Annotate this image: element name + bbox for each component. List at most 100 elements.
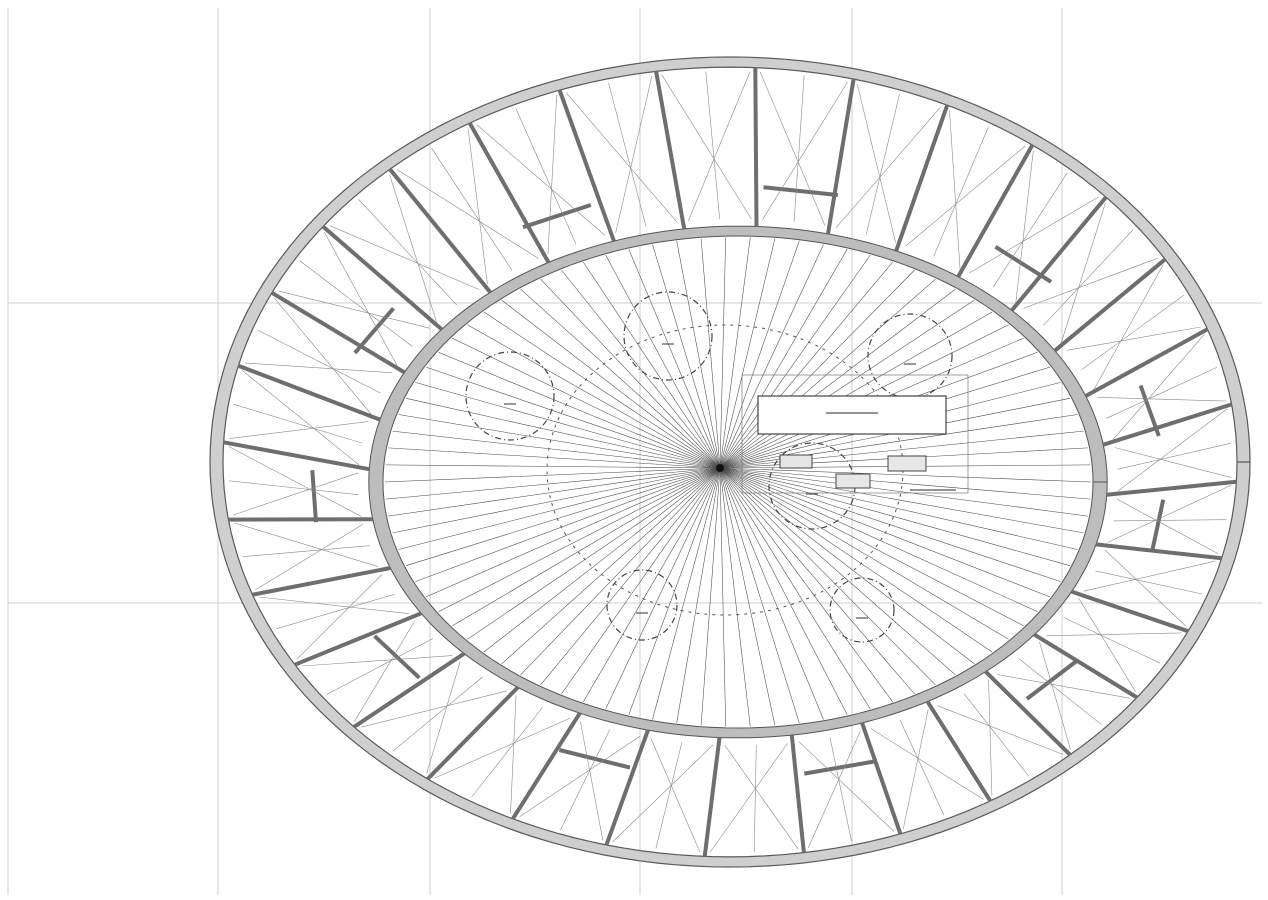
room-hatch-line — [243, 545, 370, 557]
room-hatch-line — [257, 329, 381, 394]
room-hatch-line — [361, 690, 507, 728]
room-hatch-line — [510, 695, 517, 814]
radial-line — [719, 467, 1070, 566]
room-hatch-line — [1097, 397, 1226, 402]
room-hatch-line — [389, 174, 437, 322]
radial-line — [719, 299, 975, 469]
radial-line — [425, 467, 721, 598]
radial-line — [719, 237, 726, 469]
room-hatch-line — [330, 225, 480, 290]
radial-line — [719, 467, 1078, 550]
room-hatch-line — [759, 71, 826, 226]
room-partition — [1033, 632, 1139, 700]
room-hatch-line — [1015, 150, 1034, 303]
outer-wall — [209, 56, 1251, 868]
room-hatch-line — [1112, 334, 1205, 440]
room-hatch-line — [1043, 229, 1134, 326]
radial-line — [719, 269, 915, 469]
room-partition — [1053, 257, 1167, 353]
room-ring — [209, 56, 1251, 868]
room-hatch-line — [234, 522, 379, 567]
room-hatch-line — [903, 709, 929, 829]
room-hatch-line — [1117, 442, 1232, 470]
room-partition — [511, 712, 582, 820]
room-hatch-line — [1093, 264, 1164, 390]
room-hatch-line — [988, 679, 993, 796]
radial-line — [415, 382, 721, 469]
room-partition — [321, 224, 444, 331]
radial-line — [719, 467, 726, 727]
room-hatch-line — [963, 693, 1029, 777]
radial-line — [719, 467, 1024, 627]
room-hatch-line — [296, 573, 383, 660]
room-partition — [294, 611, 422, 667]
room-hatch-line — [829, 737, 852, 842]
room-partition — [237, 363, 381, 422]
small-box-left — [779, 454, 813, 469]
room-partition — [753, 67, 759, 227]
room-hatch-line — [612, 744, 714, 843]
room-hatch-line — [392, 676, 483, 752]
room-hatch-line — [661, 74, 752, 220]
room-hatch-line — [426, 661, 461, 774]
room-hatch-line — [299, 260, 413, 347]
radial-line — [719, 244, 824, 469]
radial-line — [628, 467, 721, 715]
room-hatch-line — [655, 742, 683, 849]
sub-room-partition — [558, 748, 631, 770]
room-hatch-line — [326, 638, 433, 695]
room-hatch-line — [278, 290, 430, 329]
room-hatch-line — [866, 94, 900, 235]
small-box-middle — [835, 473, 871, 489]
sub-room-partition — [522, 203, 592, 230]
radial-line — [719, 467, 776, 726]
radial-line — [540, 278, 721, 469]
radial-line — [652, 467, 721, 720]
room-hatch-line — [688, 71, 751, 222]
radial-line — [452, 467, 721, 627]
room-hatch-line — [835, 107, 941, 228]
radial-line — [605, 467, 721, 710]
sub-room-partition — [763, 185, 839, 197]
long-rectangle — [757, 395, 947, 435]
radial-line — [501, 467, 721, 665]
room-hatch-line — [471, 707, 543, 798]
outer-frame — [741, 374, 969, 494]
room-hatch-line — [396, 169, 539, 259]
radial-line — [392, 430, 721, 469]
radial-line — [406, 398, 721, 469]
room-hatch-line — [705, 71, 720, 220]
radial-line — [719, 261, 894, 469]
radial-line — [438, 352, 721, 469]
radial-line — [719, 467, 975, 665]
radial-line — [561, 467, 721, 695]
radial-line — [719, 467, 915, 695]
radial-line — [415, 467, 721, 582]
radial-line — [719, 278, 936, 469]
room-hatch-line — [259, 596, 410, 614]
radial-line — [719, 467, 751, 727]
room-hatch-line — [762, 81, 848, 220]
radial-line — [719, 467, 956, 676]
room-partition — [826, 78, 856, 235]
radial-line — [398, 467, 721, 550]
sub-room-partition — [373, 634, 421, 680]
sub-room-partition — [1150, 499, 1166, 552]
radial-line — [719, 467, 1038, 612]
room-partition — [956, 144, 1035, 278]
radial-line — [501, 299, 721, 469]
room-partition — [426, 685, 520, 781]
room-partition — [925, 700, 992, 802]
center-point — [716, 464, 724, 472]
room-hatch-line — [580, 721, 604, 841]
radial-line — [719, 467, 1084, 534]
circular-feature — [606, 569, 678, 641]
room-hatch-line — [431, 147, 513, 271]
room-hatch-line — [519, 736, 641, 818]
room-hatch-line — [301, 655, 453, 667]
radial-line — [385, 464, 721, 469]
room-hatch-line — [229, 421, 369, 439]
radial-line — [628, 249, 721, 469]
room-hatch-line — [276, 594, 395, 630]
room-partition — [702, 737, 722, 857]
